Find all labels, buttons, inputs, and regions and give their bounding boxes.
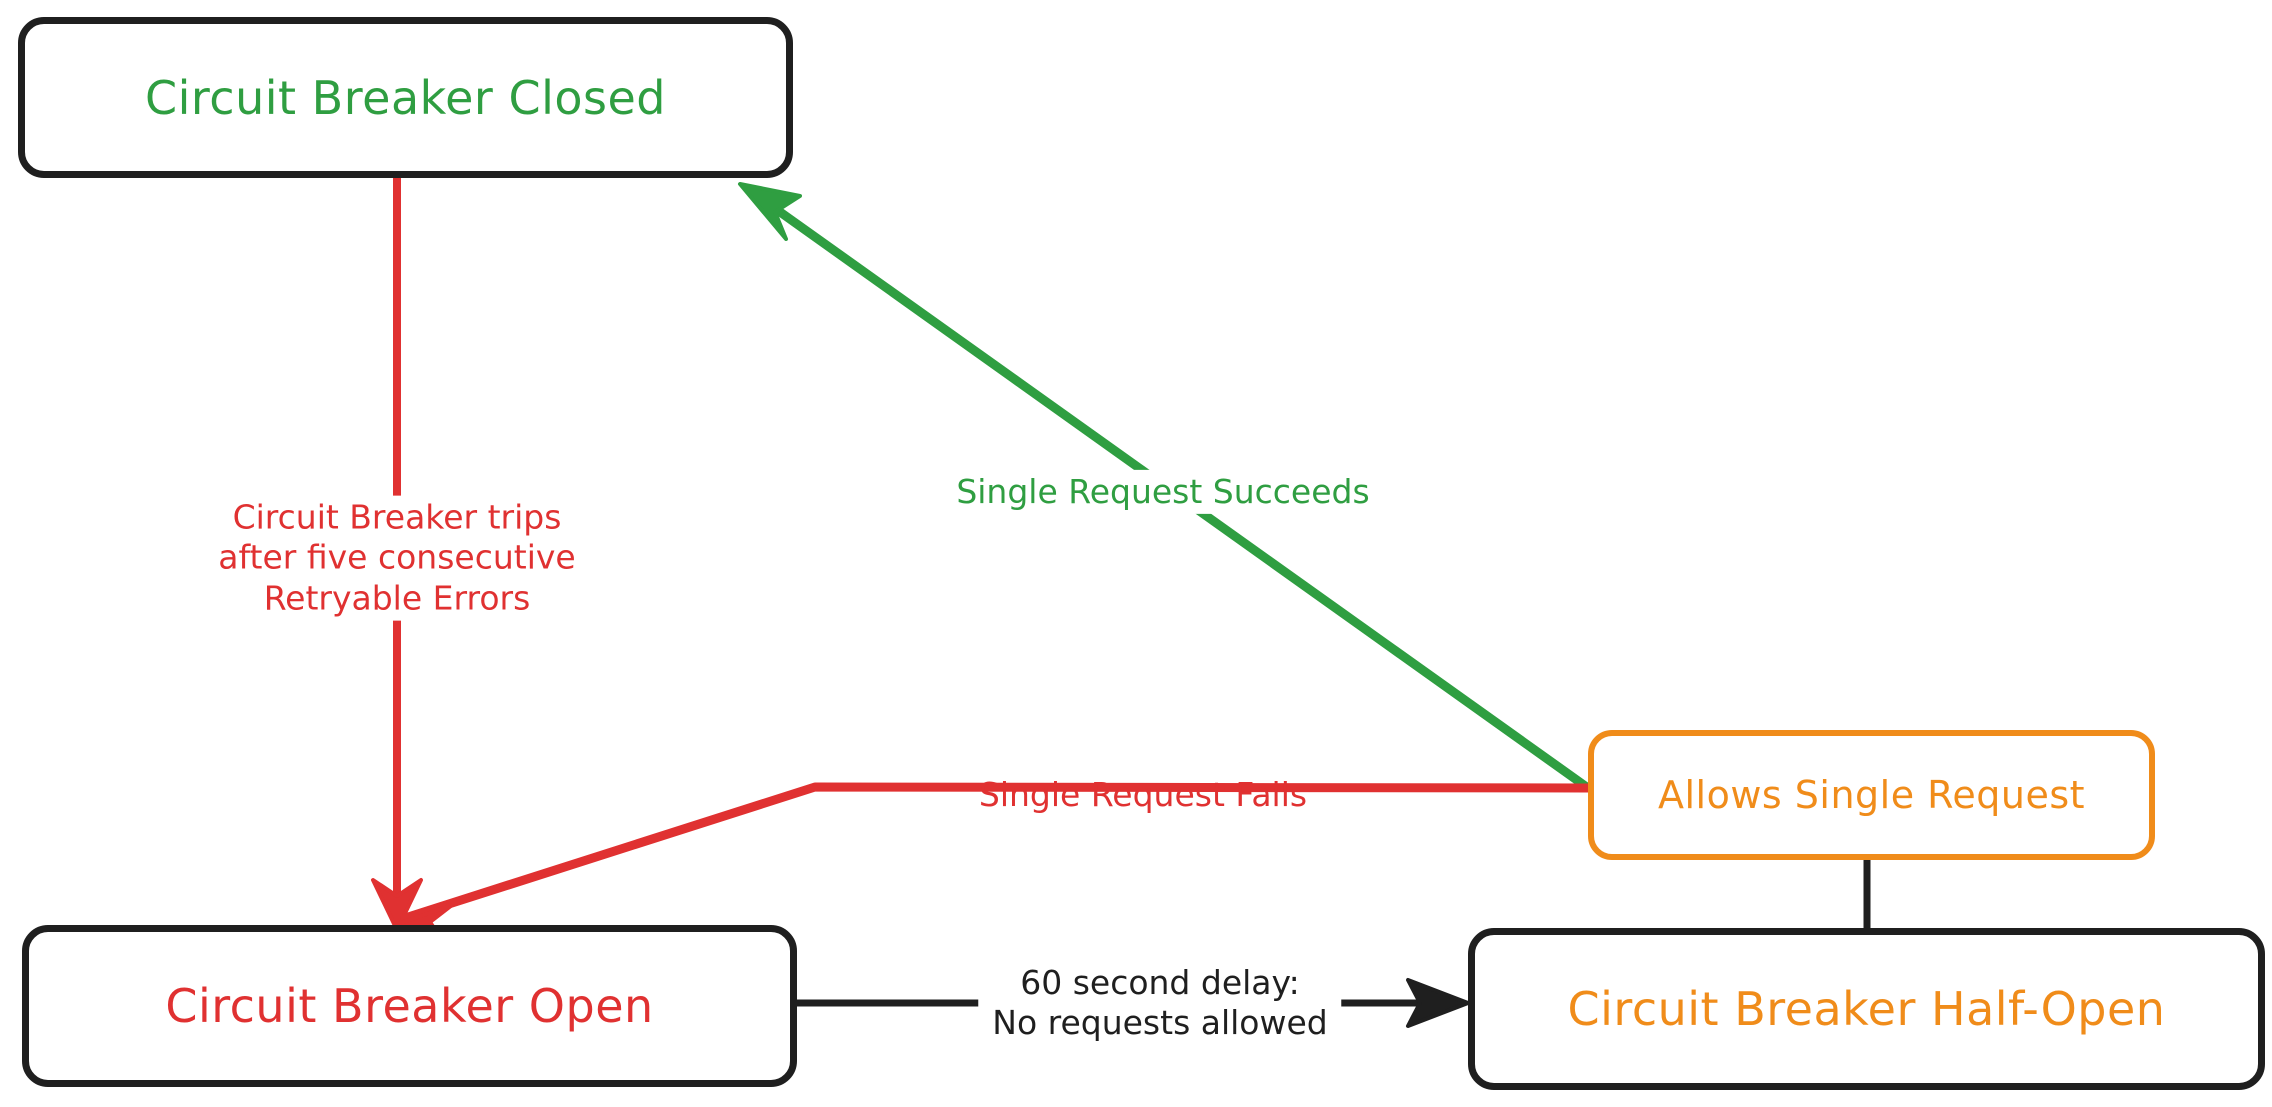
edge-allows-to-closed [738, 182, 1593, 793]
edge-closed-to-open [371, 174, 423, 932]
node-circuit-breaker-open[interactable]: Circuit Breaker Open [22, 925, 797, 1087]
node-circuit-breaker-closed[interactable]: Circuit Breaker Closed [18, 17, 793, 178]
node-circuit-breaker-half-open[interactable]: Circuit Breaker Half-Open [1468, 928, 2265, 1090]
node-label-closed: Circuit Breaker Closed [145, 70, 666, 125]
node-label-open: Circuit Breaker Open [165, 979, 654, 1033]
node-label-allows-single-request: Allows Single Request [1657, 773, 2086, 817]
node-allows-single-request[interactable]: Allows Single Request [1588, 730, 2155, 860]
node-label-half-open: Circuit Breaker Half-Open [1567, 982, 2166, 1036]
edge-open-to-half-open [793, 978, 1470, 1028]
edge-allows-to-open [393, 782, 1593, 947]
